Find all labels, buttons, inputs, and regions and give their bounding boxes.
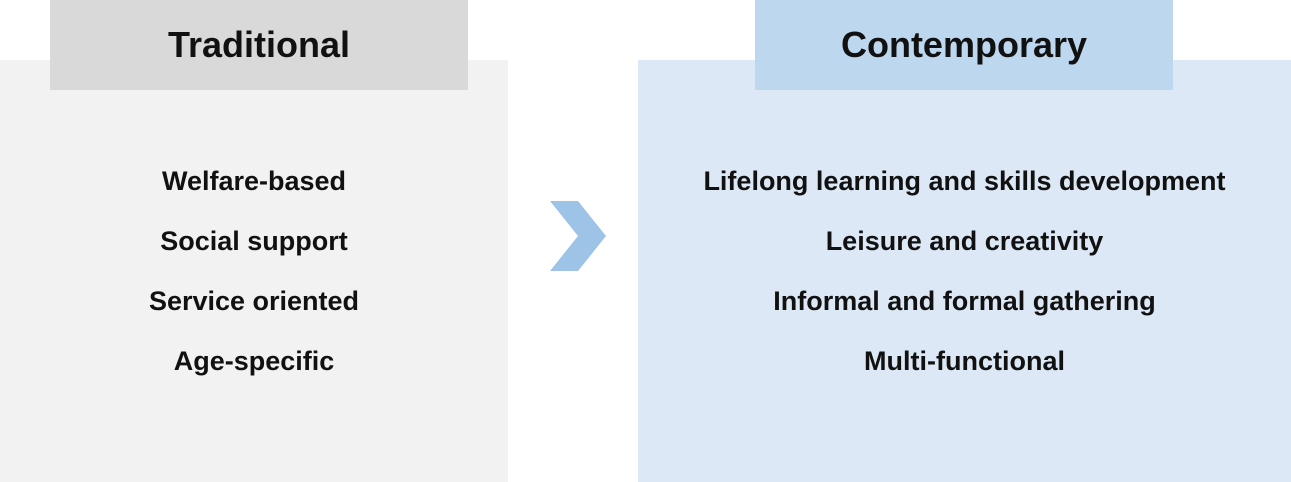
traditional-title: Traditional bbox=[167, 24, 351, 65]
contemporary-item: Leisure and creativity bbox=[825, 226, 1104, 256]
contemporary-panel bbox=[638, 60, 1291, 482]
traditional-item: Age-specific bbox=[173, 346, 335, 376]
traditional-item: Service oriented bbox=[148, 286, 360, 316]
contemporary-header: Contemporary bbox=[755, 0, 1173, 90]
traditional-item: Social support bbox=[160, 226, 348, 256]
contemporary-item: Informal and formal gathering bbox=[773, 286, 1156, 316]
traditional-list: Welfare-based Social support Service ori… bbox=[0, 168, 508, 408]
contemporary-item: Lifelong learning and skills development bbox=[703, 166, 1226, 196]
chevron-shape bbox=[550, 201, 606, 271]
traditional-item: Welfare-based bbox=[161, 166, 347, 196]
traditional-header: Traditional bbox=[50, 0, 468, 90]
traditional-panel bbox=[0, 60, 508, 482]
contemporary-title: Contemporary bbox=[840, 24, 1088, 65]
contemporary-list: Lifelong learning and skills development… bbox=[638, 168, 1291, 408]
contemporary-item: Multi-functional bbox=[864, 346, 1065, 376]
chevron-right-icon bbox=[550, 201, 606, 271]
